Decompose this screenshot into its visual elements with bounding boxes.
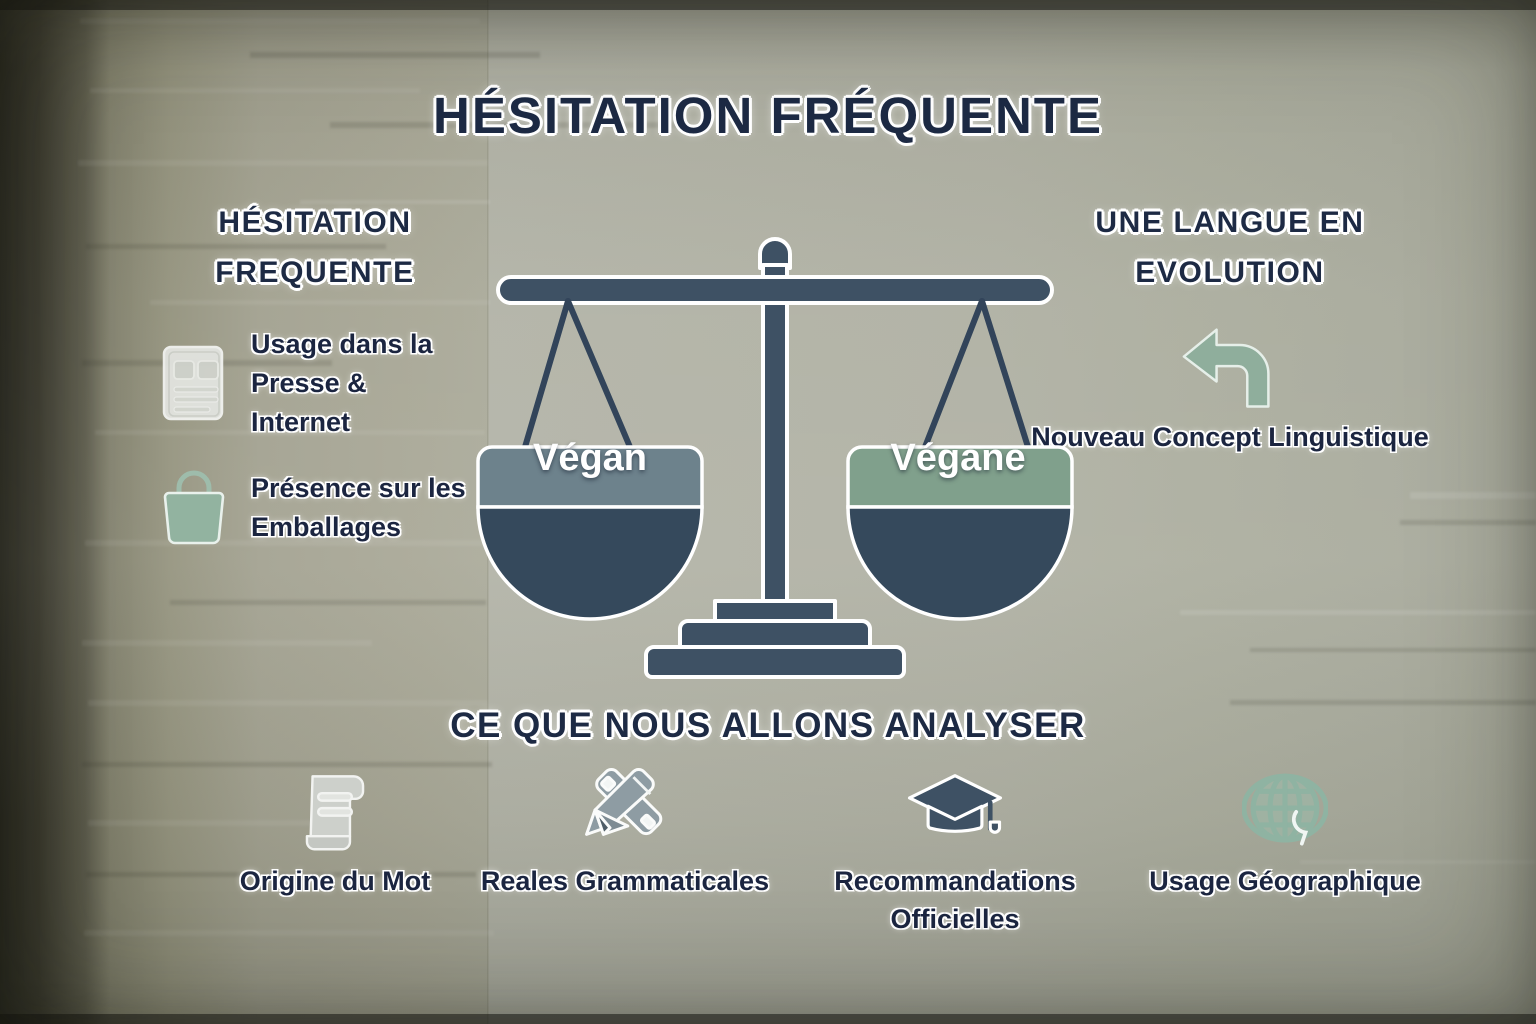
feature-nouveau-concept-label: Nouveau Concept Linguistique	[1031, 422, 1429, 452]
feature-presence-emballages-label: Présence sur les Emballages	[251, 473, 466, 542]
pan-right	[846, 445, 1074, 621]
bottom-letterbox-bar	[0, 1014, 1536, 1024]
analysis-items-row: Origine du Mot	[210, 762, 1430, 938]
shopping-bag-icon	[155, 465, 233, 551]
scroll-icon	[210, 762, 460, 858]
balance-scale: Végan Végane	[470, 225, 1080, 685]
analysis-item-recommandations: Recommandations Officielles	[790, 762, 1120, 938]
globe-icon	[1140, 762, 1430, 858]
graduation-cap-icon	[790, 762, 1120, 858]
feature-usage-presse: Usage dans la Presse & Internet	[155, 325, 466, 442]
feature-nouveau-concept: Nouveau Concept Linguistique	[1030, 322, 1430, 457]
return-arrow-icon	[1030, 322, 1430, 414]
analysis-item-origine: Origine du Mot	[210, 762, 460, 900]
right-column-heading: UNE LANGUE EN EVOLUTION	[1095, 206, 1365, 289]
pencil-ruler-icon	[480, 762, 770, 858]
newspaper-icon	[155, 341, 233, 427]
analysis-item-regles-label: Reales Grammaticales	[480, 866, 770, 896]
analysis-item-recommandations-label: Recommandations Officielles	[834, 866, 1076, 934]
analysis-item-origine-label: Origine du Mot	[239, 866, 431, 896]
feature-usage-presse-label: Usage dans la Presse & Internet	[251, 329, 433, 437]
analysis-item-regles: Reales Grammaticales	[480, 762, 770, 900]
page-title: HÉSITATION FRÉQUENTE	[433, 87, 1103, 144]
left-column-heading: HÉSITATION FREQUENTE	[215, 206, 415, 289]
analysis-item-geographique-label: Usage Géographique	[1149, 866, 1421, 896]
feature-presence-emballages: Présence sur les Emballages	[155, 465, 466, 551]
pan-left	[476, 445, 704, 621]
analysis-item-geographique: Usage Géographique	[1140, 762, 1430, 900]
top-letterbox-bar	[0, 0, 1536, 10]
analysis-section-heading: CE QUE NOUS ALLONS ANALYSER	[450, 706, 1086, 745]
